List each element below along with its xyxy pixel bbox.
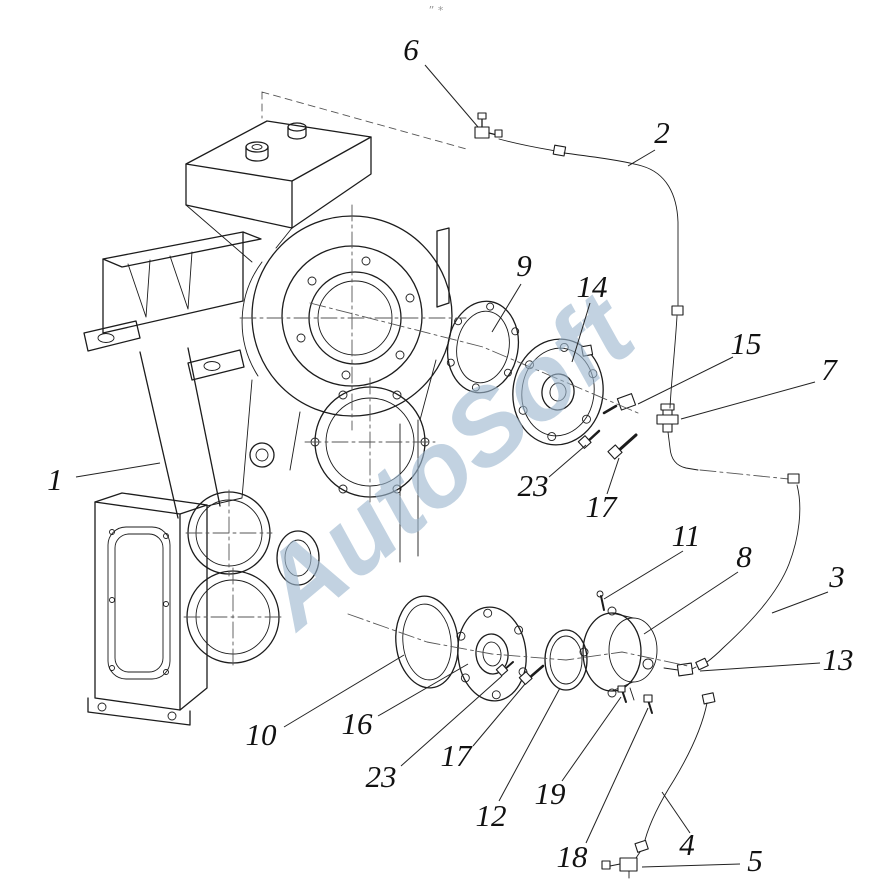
part-bolt-17-upper <box>607 433 638 460</box>
callout-leader-6-5 <box>424 64 479 128</box>
callout-leader-2-1 <box>627 149 656 167</box>
callout-label-17-16: 17 <box>586 489 619 524</box>
callout-label-2-1: 2 <box>654 115 670 150</box>
callout-label-4-3: 4 <box>679 827 695 862</box>
callout-label-3-2: 3 <box>828 559 845 594</box>
callout-label-8-7: 8 <box>736 539 752 574</box>
callout-leader-3-2 <box>771 591 829 614</box>
callout-leader-5-4 <box>641 863 741 868</box>
callout-label-13-12: 13 <box>823 642 854 677</box>
part-bolt-18 <box>643 694 653 714</box>
callout-label-14-13: 14 <box>577 269 608 304</box>
callout-leader-15-14 <box>637 356 734 405</box>
callout-leader-9-8 <box>491 283 522 333</box>
callout-leader-13-12 <box>699 662 821 672</box>
callout-label-1-0: 1 <box>47 462 63 497</box>
callout-label-15-14: 15 <box>731 326 762 361</box>
callout-leader-19-19 <box>561 696 622 782</box>
callout-label-9-8: 9 <box>516 248 532 283</box>
part-fitting-5 <box>601 857 638 879</box>
callout-leader-11-10 <box>603 550 684 600</box>
callout-leader-23-20 <box>548 444 587 478</box>
callout-label-17-17: 17 <box>441 738 474 773</box>
callout-label-7-6: 7 <box>821 352 838 387</box>
mounting-bracket <box>83 231 262 519</box>
callout-leader-12-11 <box>498 687 561 802</box>
callout-leader-16-15 <box>377 663 469 717</box>
part-bolt-19 <box>617 685 627 703</box>
callout-label-18-18: 18 <box>557 839 589 874</box>
callout-leader-14-13 <box>571 302 591 363</box>
callout-leader-17-16 <box>606 457 620 495</box>
callout-leader-17-17 <box>472 683 526 747</box>
gear-housing-bores <box>183 489 283 667</box>
callout-leader-1-0 <box>75 462 161 478</box>
callout-label-5-4: 5 <box>747 843 763 878</box>
callout-label-12-11: 12 <box>476 798 507 833</box>
part-gasket-9 <box>446 300 520 394</box>
callout-label-23-20: 23 <box>518 468 549 503</box>
part-cover-8 <box>579 606 658 701</box>
part-tube-2 <box>498 138 684 409</box>
part-tube-3 <box>667 431 801 671</box>
callout-label-6-5: 6 <box>403 32 419 67</box>
part-bolt-23-upper <box>577 429 601 449</box>
callout-leader-23-21 <box>400 675 503 767</box>
part-fitting-13 <box>663 662 694 677</box>
part-tee-fitting-7 <box>656 403 679 433</box>
oil-tank <box>185 120 372 229</box>
part-tube-4 <box>634 692 716 859</box>
callout-leader-7-6 <box>680 381 816 420</box>
callout-label-11-10: 11 <box>672 518 701 553</box>
callout-label-16-15: 16 <box>342 706 374 741</box>
top-artifact: ” * <box>429 4 444 17</box>
callout-leader-18-18 <box>585 707 649 844</box>
part-bolt-23-lower <box>495 661 514 677</box>
part-pin-11 <box>596 590 605 611</box>
part-bolt-17-lower <box>518 664 545 685</box>
callout-leader-10-9 <box>283 654 405 728</box>
callout-label-23-21: 23 <box>366 759 397 794</box>
callout-label-19-19: 19 <box>535 776 566 811</box>
callout-leader-4-3 <box>661 791 691 834</box>
part-gasket-12 <box>544 629 588 691</box>
part-flange-16 <box>456 606 528 702</box>
lower-housing <box>87 379 253 726</box>
callout-label-10-9: 10 <box>246 717 278 752</box>
axis-lines <box>239 91 689 667</box>
callout-leader-8-7 <box>643 571 739 635</box>
watermark-text: AutoSoft <box>234 269 658 651</box>
part-fitting-6 <box>474 112 503 139</box>
main-housing <box>83 120 453 726</box>
